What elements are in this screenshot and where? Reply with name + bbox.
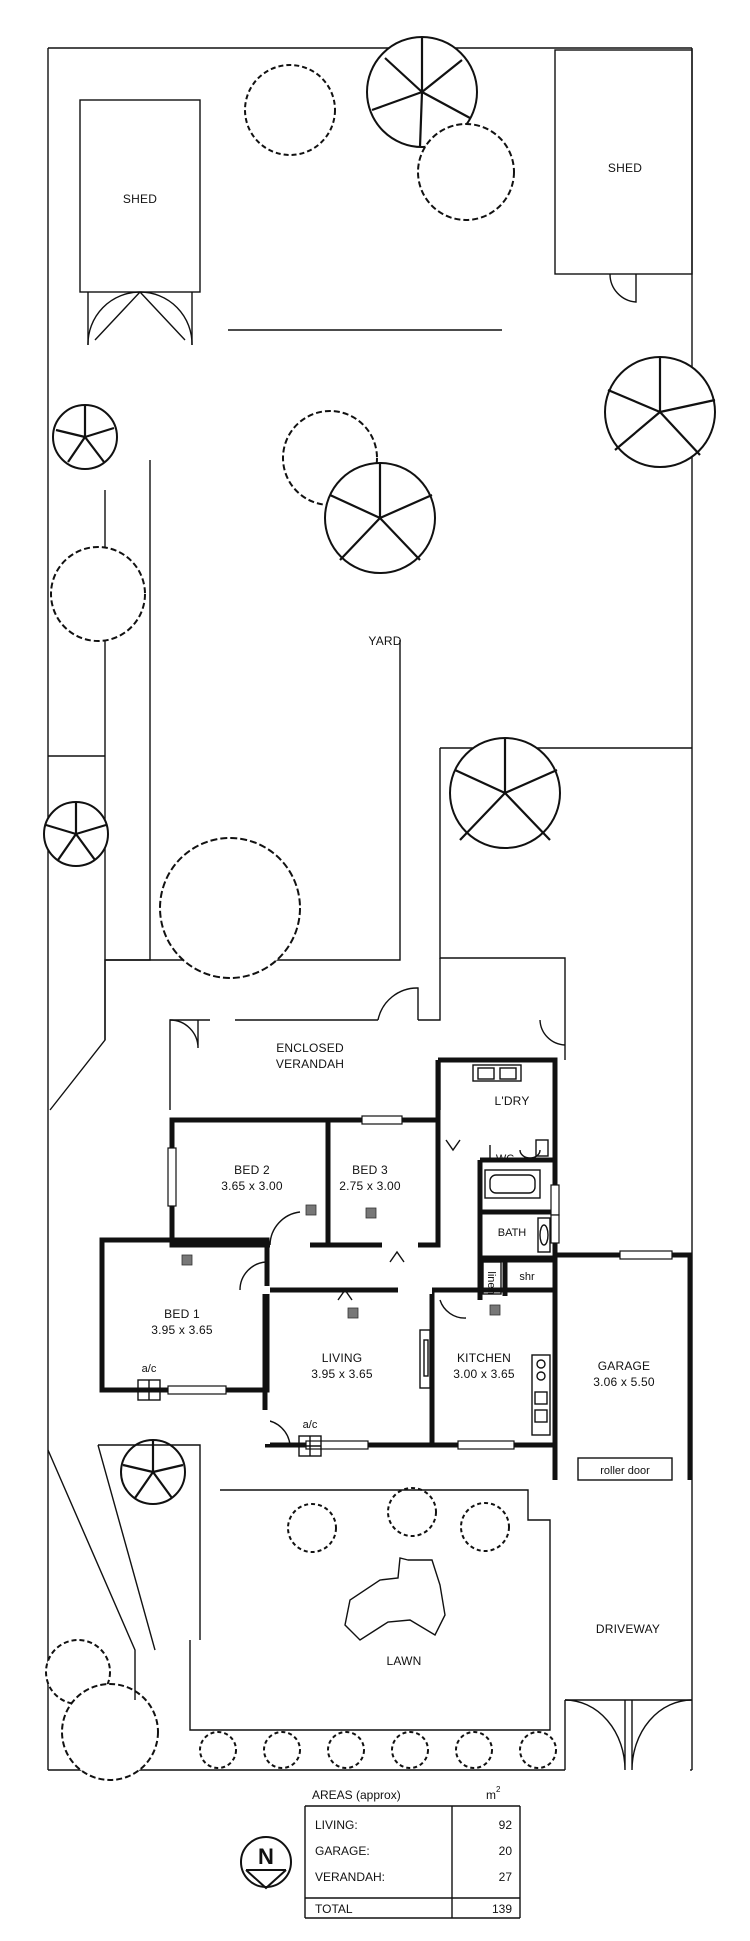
living-name: LIVING <box>322 1351 363 1365</box>
shed-left: SHED <box>79 99 201 346</box>
tree-icon <box>417 123 515 221</box>
fixtures <box>419 1064 551 1436</box>
areas-row-value: 27 <box>499 1870 513 1884</box>
shed-right-label: SHED <box>608 161 642 175</box>
lawn-label: LAWN <box>386 1654 421 1668</box>
tree-icon <box>604 356 716 468</box>
bath-label: BATH <box>498 1227 527 1239</box>
tree-icon <box>244 64 336 156</box>
trees <box>43 36 716 1781</box>
front-garden: LAWN <box>47 1444 551 1731</box>
yard-label: YARD <box>368 634 401 648</box>
linen-label: linen <box>485 1271 497 1294</box>
bed2-name: BED 2 <box>234 1163 270 1177</box>
compass-label: N <box>258 1844 274 1869</box>
bed1-dims: 3.95 x 3.65 <box>151 1323 213 1337</box>
areas-total-value: 139 <box>492 1902 512 1916</box>
ac-label-bed1: a/c <box>142 1363 157 1375</box>
bed3-name: BED 3 <box>352 1163 388 1177</box>
areas-title: AREAS (approx) <box>312 1788 401 1802</box>
doors <box>239 1139 467 1446</box>
kitchen-name: KITCHEN <box>457 1351 511 1365</box>
areas-total-label: TOTAL <box>315 1902 353 1916</box>
areas-table: AREAS (approx) m 2 LIVING: 92 GARAGE: 20… <box>304 1785 521 1919</box>
tree-icon <box>366 36 478 148</box>
property-boundary <box>47 47 693 1771</box>
tree-icon <box>61 1683 159 1781</box>
tree-icon <box>43 801 109 867</box>
driveway-label: DRIVEWAY <box>596 1622 660 1636</box>
areas-row-label: GARAGE: <box>315 1844 370 1858</box>
shower-label: shr <box>519 1271 535 1283</box>
roller-door: roller door <box>577 1457 673 1481</box>
bed3-dims: 2.75 x 3.00 <box>339 1179 401 1193</box>
north-arrow-icon: N <box>240 1836 292 1890</box>
tree-icon <box>324 462 436 574</box>
areas-unit-sup: 2 <box>496 1785 501 1794</box>
bed2-dims: 3.65 x 3.00 <box>221 1179 283 1193</box>
garage-name: GARAGE <box>598 1359 651 1373</box>
living-dims: 3.95 x 3.65 <box>311 1367 373 1381</box>
verandah-label-line1: ENCLOSED <box>276 1041 344 1055</box>
tree-icon <box>449 737 561 849</box>
tree-icon <box>120 1439 186 1505</box>
areas-row-value: 92 <box>499 1818 513 1832</box>
verandah-label-line2: VERANDAH <box>276 1057 344 1071</box>
bed1-name: BED 1 <box>164 1307 200 1321</box>
kitchen-dims: 3.00 x 3.65 <box>453 1367 515 1381</box>
ceiling-vents <box>181 1204 501 1319</box>
enclosed-verandah: ENCLOSED VERANDAH <box>169 958 566 1110</box>
areas-row-value: 20 <box>499 1844 513 1858</box>
roller-door-label: roller door <box>600 1465 650 1477</box>
windows <box>167 1115 673 1450</box>
ac-units <box>137 1379 322 1457</box>
laundry-label: L'DRY <box>494 1094 529 1108</box>
areas-row-label: VERANDAH: <box>315 1870 385 1884</box>
garage-dims: 3.06 x 5.50 <box>593 1375 655 1389</box>
areas-row-label: LIVING: <box>315 1818 358 1832</box>
areas-unit: m <box>486 1788 496 1802</box>
tree-icon <box>159 837 301 979</box>
driveway: DRIVEWAY <box>564 1622 693 1771</box>
wc-label: WC <box>496 1153 514 1165</box>
shed-left-label: SHED <box>123 192 157 206</box>
ac-label-living: a/c <box>303 1419 318 1431</box>
shed-right: SHED <box>554 49 693 303</box>
tree-icon <box>52 404 118 470</box>
tree-icon <box>50 546 146 642</box>
